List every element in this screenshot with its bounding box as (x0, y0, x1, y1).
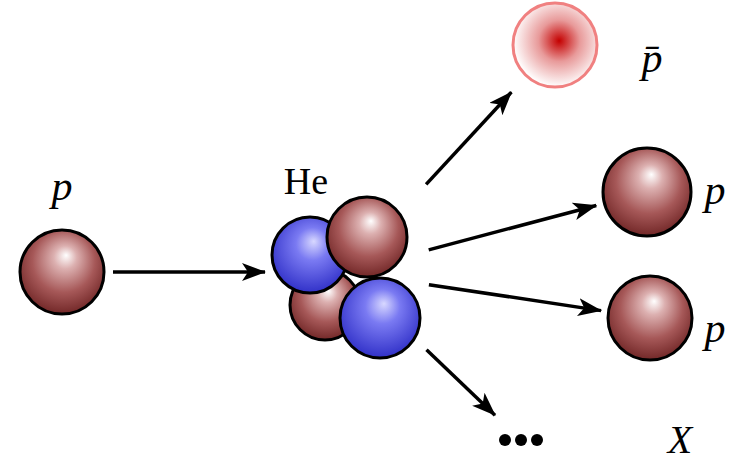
proton-sphere (327, 197, 407, 277)
label-slot: He (284, 162, 328, 200)
particle-node: p̄ (508, 0, 683, 95)
neutron-sphere (340, 278, 420, 358)
antiproton-sphere (513, 3, 597, 87)
ellipsis-dot (499, 434, 511, 446)
proton-sphere (608, 276, 692, 360)
proton-sphere (20, 230, 104, 314)
particle-label: p (705, 307, 726, 349)
label-slot: X (668, 420, 692, 460)
ellipsis-dot (515, 434, 527, 446)
reaction-arrow (429, 285, 601, 311)
reaction-arrow (427, 350, 495, 415)
particle-node: X (494, 418, 704, 464)
label-slot: p (705, 169, 726, 211)
particle-label: p (705, 169, 726, 211)
label-slot: p (705, 307, 726, 349)
particle-node: p (16, 160, 112, 320)
particle-label: p (52, 165, 73, 207)
particle-node: He (268, 155, 428, 365)
particle-node: p (603, 272, 738, 366)
reaction-arrow (429, 205, 597, 249)
particle-label: p̄ (642, 37, 663, 79)
label-slot: p (52, 165, 73, 207)
reaction-arrow (426, 92, 511, 184)
proton-sphere (603, 148, 691, 236)
ellipsis-dot (531, 434, 543, 446)
particle-label: X (668, 420, 692, 460)
particle-label: He (284, 162, 328, 200)
label-slot: p̄ (642, 37, 663, 79)
particle-node: p (598, 144, 738, 240)
reaction-arrow (113, 270, 265, 274)
